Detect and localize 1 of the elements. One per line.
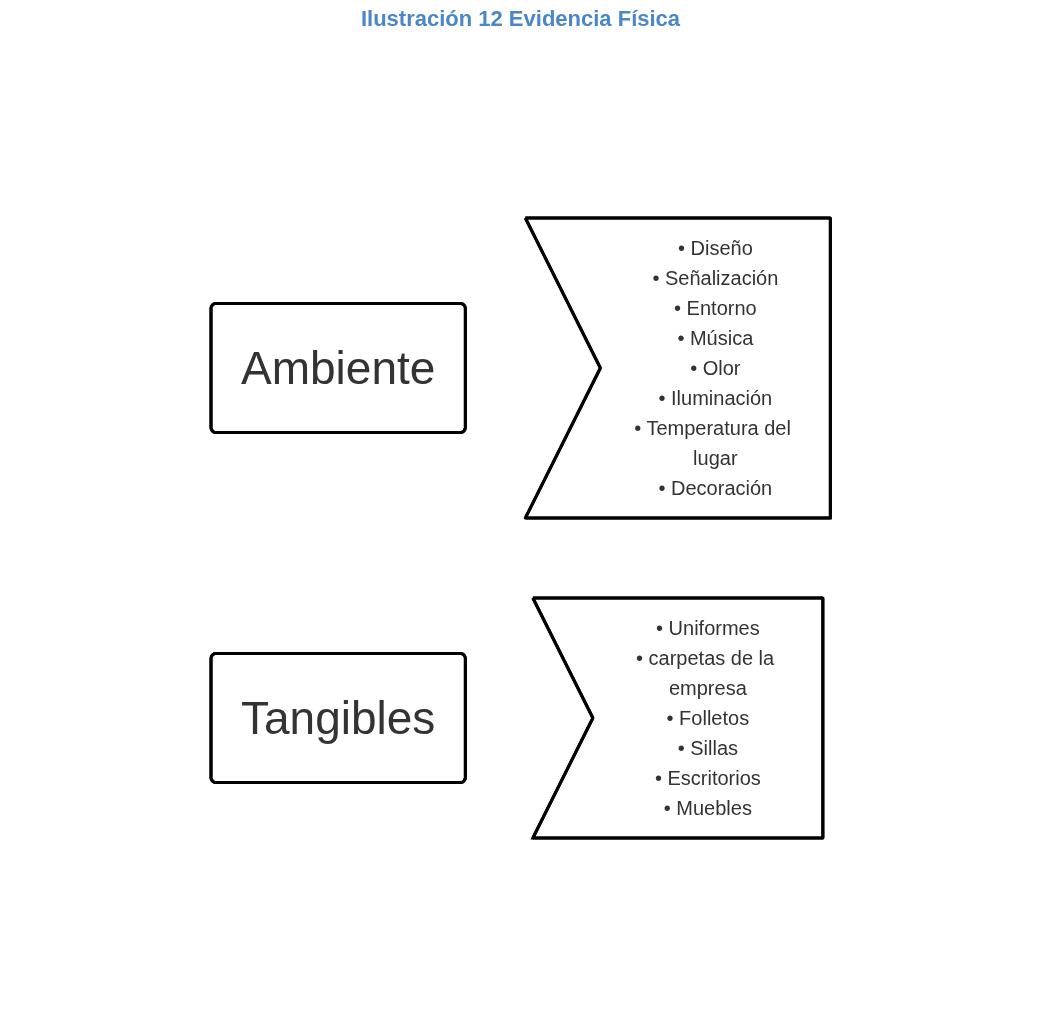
figure-title: Ilustración 12 Evidencia Física: [359, 6, 682, 32]
